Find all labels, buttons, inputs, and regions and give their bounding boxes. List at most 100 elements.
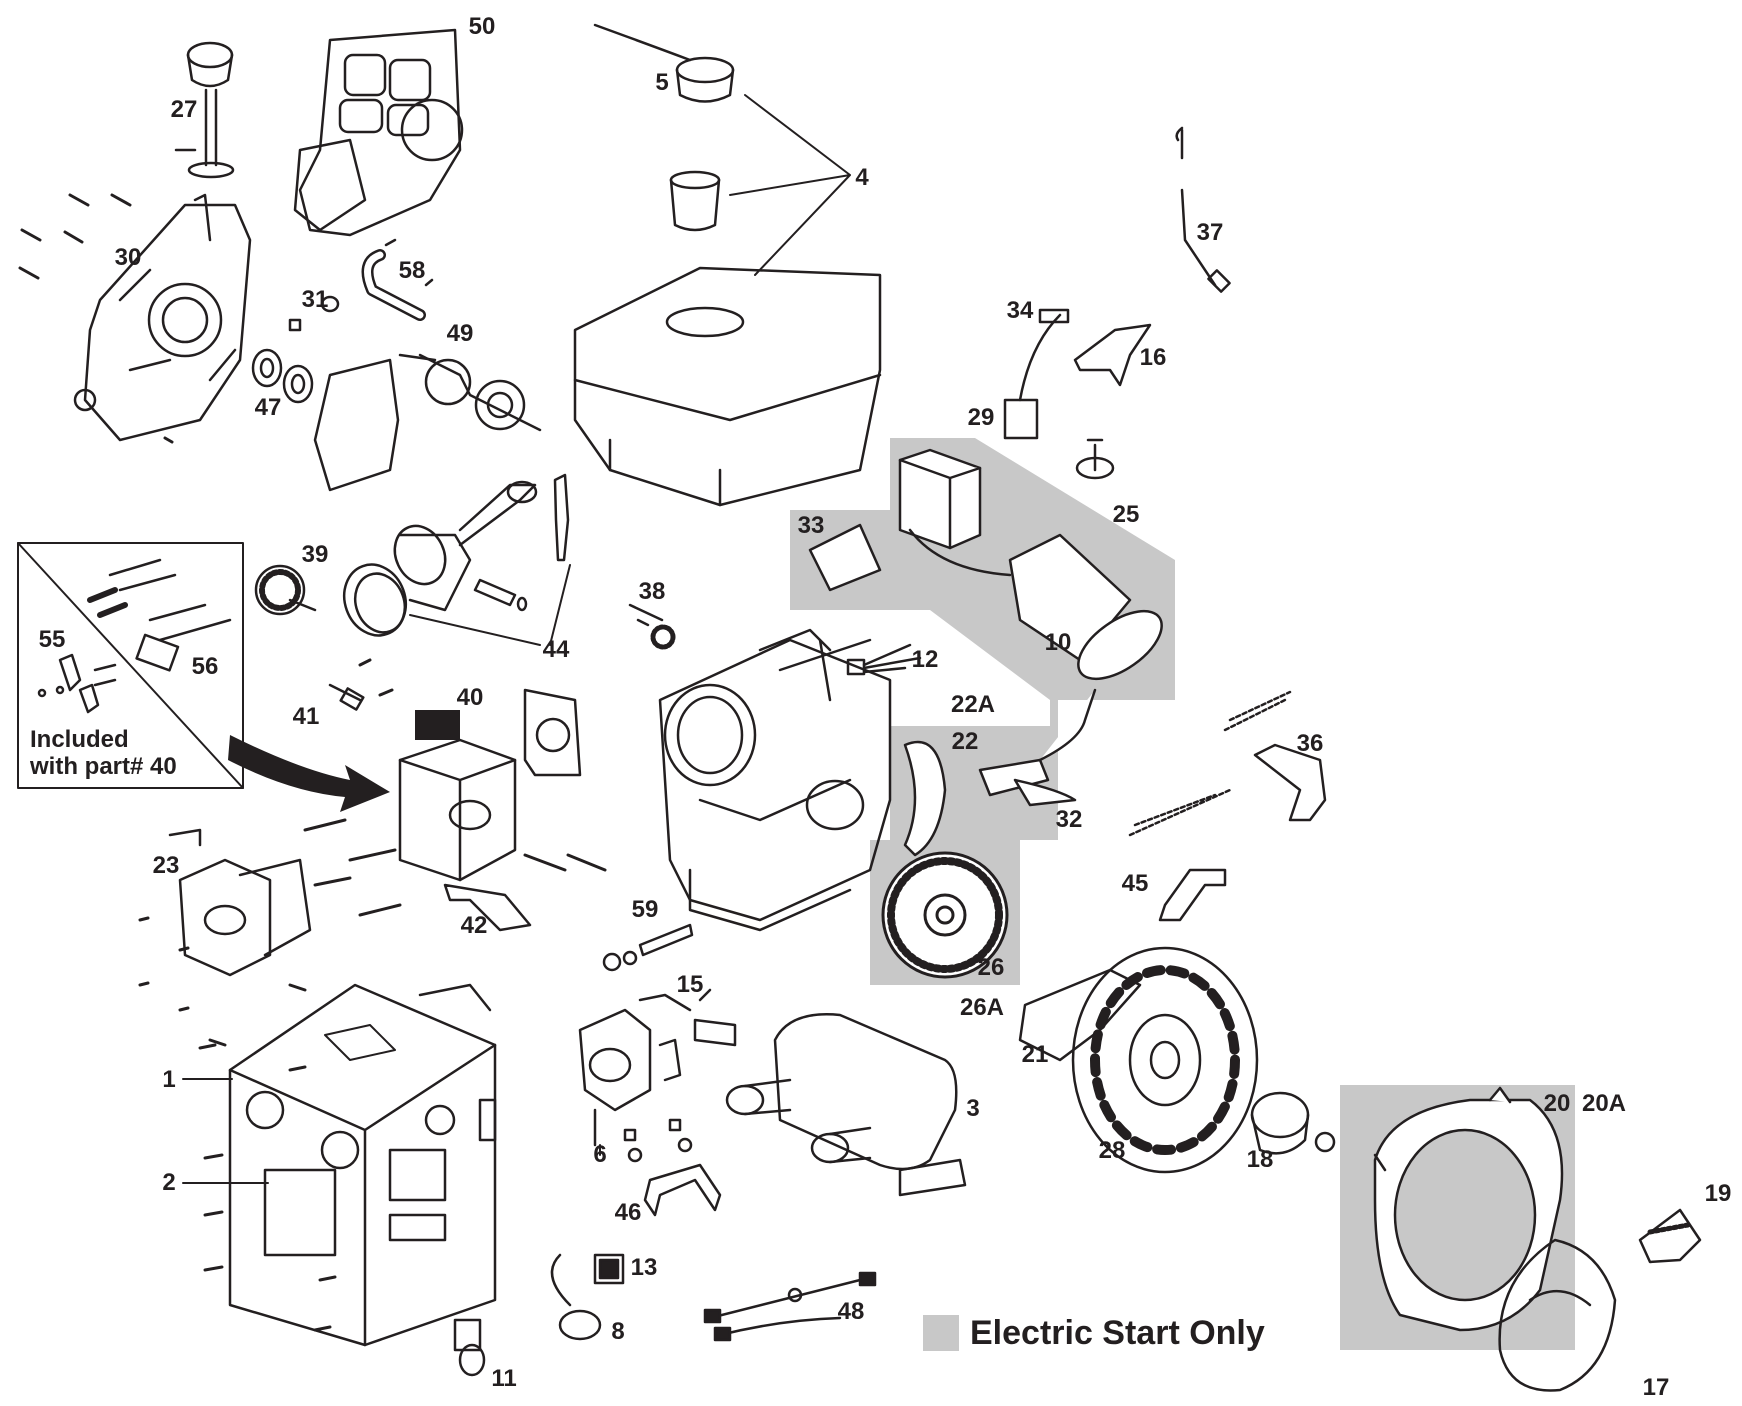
carburetor-6 <box>578 993 692 1147</box>
throttle-lever-16 <box>1073 323 1152 387</box>
legend-swatch <box>923 1315 959 1351</box>
flywheel-ring-gear-26 <box>881 851 1009 979</box>
label-26: 26 <box>977 954 1005 981</box>
label-19: 19 <box>1704 1180 1732 1207</box>
label-15: 15 <box>676 971 704 998</box>
label-37: 37 <box>1196 219 1224 246</box>
bracket-46 <box>643 1163 722 1217</box>
camshaft-39 <box>254 564 317 616</box>
label-4: 4 <box>855 164 869 191</box>
flywheel-guard-22 <box>903 740 947 857</box>
label-20a: 20A <box>1581 1090 1627 1117</box>
valve-parts-56 <box>87 558 232 672</box>
label-30: 30 <box>114 244 142 271</box>
solenoid-box <box>898 448 982 550</box>
recoil-starter-17 <box>1498 1238 1617 1392</box>
label-47: 47 <box>254 394 282 421</box>
fuel-line-15 <box>693 988 737 1047</box>
wire-harness-12 <box>846 643 922 676</box>
seals-47 <box>251 295 340 404</box>
fuel-strainer-4 <box>669 170 721 232</box>
label-13: 13 <box>630 1254 658 1281</box>
starter-cup-18 <box>1250 1091 1336 1155</box>
flywheel-fan-28 <box>1071 946 1259 1174</box>
label-3: 3 <box>966 1095 980 1122</box>
label-46: 46 <box>614 1199 642 1226</box>
label-42: 42 <box>460 912 488 939</box>
label-34: 34 <box>1006 297 1034 324</box>
fuel-valve-25 <box>1075 438 1115 480</box>
piston-pin <box>473 578 528 612</box>
governor-linkage-36 <box>1128 690 1327 837</box>
piston-rings-44 <box>342 563 408 637</box>
label-18: 18 <box>1246 1146 1274 1173</box>
label-12: 12 <box>911 646 939 673</box>
starter-motor-10 <box>908 528 1163 681</box>
label-48: 48 <box>837 1298 865 1325</box>
cylinder-head-40 <box>398 688 582 882</box>
label-22a: 22A <box>950 691 996 718</box>
legend-label: Electric Start Only <box>970 1314 1265 1352</box>
inset-arrow <box>228 735 390 812</box>
blower-housing-20 <box>1373 1086 1564 1332</box>
starter-bracket-33 <box>808 523 882 592</box>
crankcase-gasket <box>313 358 400 492</box>
label-2: 2 <box>162 1169 176 1196</box>
connecting-rod-44 <box>458 480 538 547</box>
fuel-tank <box>573 266 882 507</box>
label-6: 6 <box>593 1141 607 1168</box>
label-8: 8 <box>611 1318 625 1345</box>
crankcase-cover-30 <box>73 193 252 442</box>
label-20: 20 <box>1543 1090 1571 1117</box>
label-28: 28 <box>1098 1137 1126 1164</box>
label-41: 41 <box>292 703 320 730</box>
rocker-parts-55 <box>37 653 117 714</box>
bracket-45 <box>1158 868 1227 922</box>
label-31: 31 <box>301 286 329 313</box>
breather-hose-58 <box>361 238 434 321</box>
muffler-3 <box>725 1013 967 1197</box>
label-5: 5 <box>655 69 669 96</box>
label-10: 10 <box>1044 629 1072 656</box>
label-29: 29 <box>967 404 995 431</box>
shroud-bolts <box>198 1043 337 1332</box>
small-bolts-23 <box>138 916 307 1047</box>
label-11: 11 <box>491 1365 517 1392</box>
inset-note-line1: Included <box>30 726 129 753</box>
fuel-cap-5 <box>593 23 735 103</box>
wire-harness-48 <box>703 1271 877 1342</box>
label-45: 45 <box>1121 870 1149 897</box>
oil-fill-cap-27 <box>174 41 235 179</box>
spark-plug-41 <box>328 683 365 711</box>
label-1: 1 <box>162 1066 176 1093</box>
label-59: 59 <box>631 896 659 923</box>
label-44: 44 <box>542 636 570 663</box>
dipstick-44 <box>553 473 570 562</box>
bolts-30 <box>18 193 174 444</box>
label-40: 40 <box>456 684 484 711</box>
engine-block <box>658 628 892 932</box>
bracket-42 <box>443 883 532 932</box>
ignition-coil-29 <box>1003 308 1070 440</box>
inset-note-line2: with part# 40 <box>30 753 177 780</box>
label-27: 27 <box>170 96 198 123</box>
leader-lines-4 <box>729 94 851 276</box>
label-33: 33 <box>797 512 825 539</box>
head-bolts <box>303 658 607 917</box>
label-21: 21 <box>1021 1041 1049 1068</box>
valve-cover-23 <box>168 828 312 977</box>
crankshaft-49 <box>398 353 542 432</box>
gasket-set-50 <box>293 28 464 237</box>
label-39: 39 <box>301 541 329 568</box>
label-17: 17 <box>1642 1374 1670 1401</box>
starter-harness-32 <box>978 688 1097 807</box>
inset-box <box>17 542 244 789</box>
leader-lines-44 <box>409 564 571 646</box>
label-50: 50 <box>468 13 496 40</box>
label-38: 38 <box>638 578 666 605</box>
label-56: 56 <box>191 653 219 680</box>
governor-gear-38 <box>628 603 676 650</box>
choke-rod-37 <box>1175 126 1231 293</box>
